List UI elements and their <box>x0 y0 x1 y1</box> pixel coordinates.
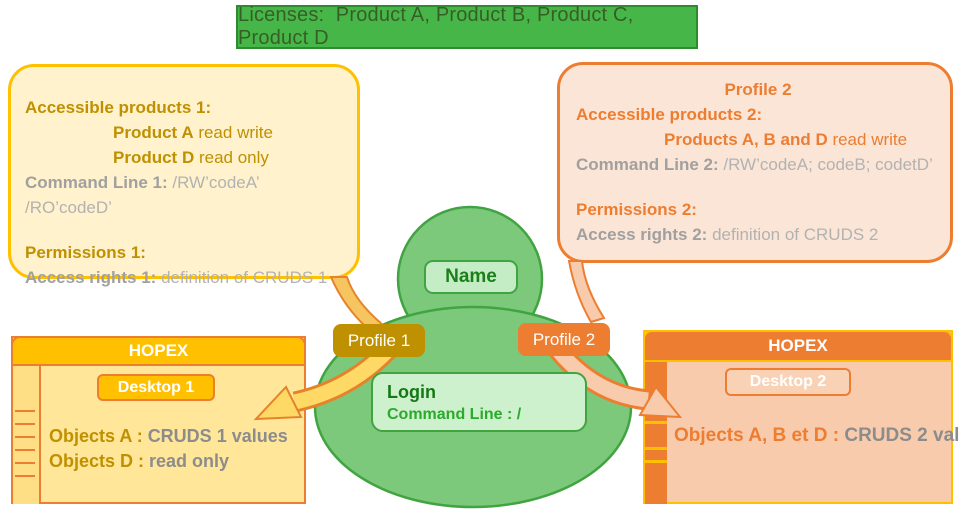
hopex2-window: HOPEX Desktop 2 Objects A, B et D : CRUD… <box>643 330 960 504</box>
profile2-card-title: Profile 2 <box>724 80 792 99</box>
profile2-card-subtitle: Accessible products 2: <box>576 105 763 124</box>
profile2-callout-tail <box>567 260 606 324</box>
profile1-permissions-title: Permissions 1: <box>25 243 146 262</box>
profile2-badge: Profile 2 <box>518 323 610 356</box>
profile1-badge: Profile 1 <box>333 324 425 357</box>
login-box: Login Command Line : / <box>371 372 587 432</box>
profile1-command-line: Command Line 1: /RW’codeA’ /RO’codeD’ <box>25 173 259 217</box>
desktop2-badge: Desktop 2 <box>725 368 851 396</box>
login-command-line: Command Line : / <box>387 406 522 423</box>
profile1-card-title: Accessible products 1: <box>25 98 212 117</box>
sidebar-line <box>15 475 35 477</box>
sidebar-line <box>645 408 667 411</box>
hopex1-objects-line-1: Objects A : CRUDS 1 values <box>49 426 288 446</box>
profile1-card: Accessible products 1: Product A read wr… <box>8 64 360 287</box>
profile1-product-row-2: Product D read only <box>113 148 269 167</box>
sidebar-line <box>15 423 35 425</box>
login-label: Login <box>387 382 436 402</box>
sidebar-line <box>645 421 667 424</box>
hopex2-objects-line-1: Objects A, B et D : CRUDS 2 values <box>674 425 960 446</box>
sidebar-line <box>645 460 667 463</box>
hopex1-sidebar <box>13 366 41 504</box>
hopex2-sidebar <box>645 362 667 504</box>
sidebar-line <box>645 447 667 450</box>
profile1-access-rights: Access rights 1: definition of CRUDS 1 <box>25 268 328 287</box>
sidebar-line <box>15 449 35 451</box>
profile1-product-row-1: Product A read write <box>113 123 273 142</box>
sidebar-line <box>15 410 35 412</box>
licenses-banner: Licenses: Product A, Product B, Product … <box>236 4 698 49</box>
profile2-command-line: Command Line 2: /RW’codeA; codeB; codetD… <box>576 155 933 174</box>
profile2-access-rights: Access rights 2: definition of CRUDS 2 <box>576 225 879 244</box>
sidebar-line <box>15 462 35 464</box>
hopex2-title-bar: HOPEX <box>643 330 953 362</box>
profile2-product-row-1: Products A, B and D read write <box>664 130 908 149</box>
hopex1-title-bar: HOPEX <box>11 336 306 366</box>
hopex1-window: HOPEX Desktop 1 Objects A : CRUDS 1 valu… <box>11 336 306 504</box>
hopex1-objects-line-2: Objects D : read only <box>49 451 230 471</box>
desktop1-badge: Desktop 1 <box>97 374 215 401</box>
licenses-banner-text: Licenses: Product A, Product B, Product … <box>238 4 634 49</box>
name-box: Name <box>424 260 518 294</box>
profile2-permissions-title: Permissions 2: <box>576 200 697 219</box>
sidebar-line <box>15 436 35 438</box>
profile2-card: Profile 2 Accessible products 2: Product… <box>557 62 953 263</box>
